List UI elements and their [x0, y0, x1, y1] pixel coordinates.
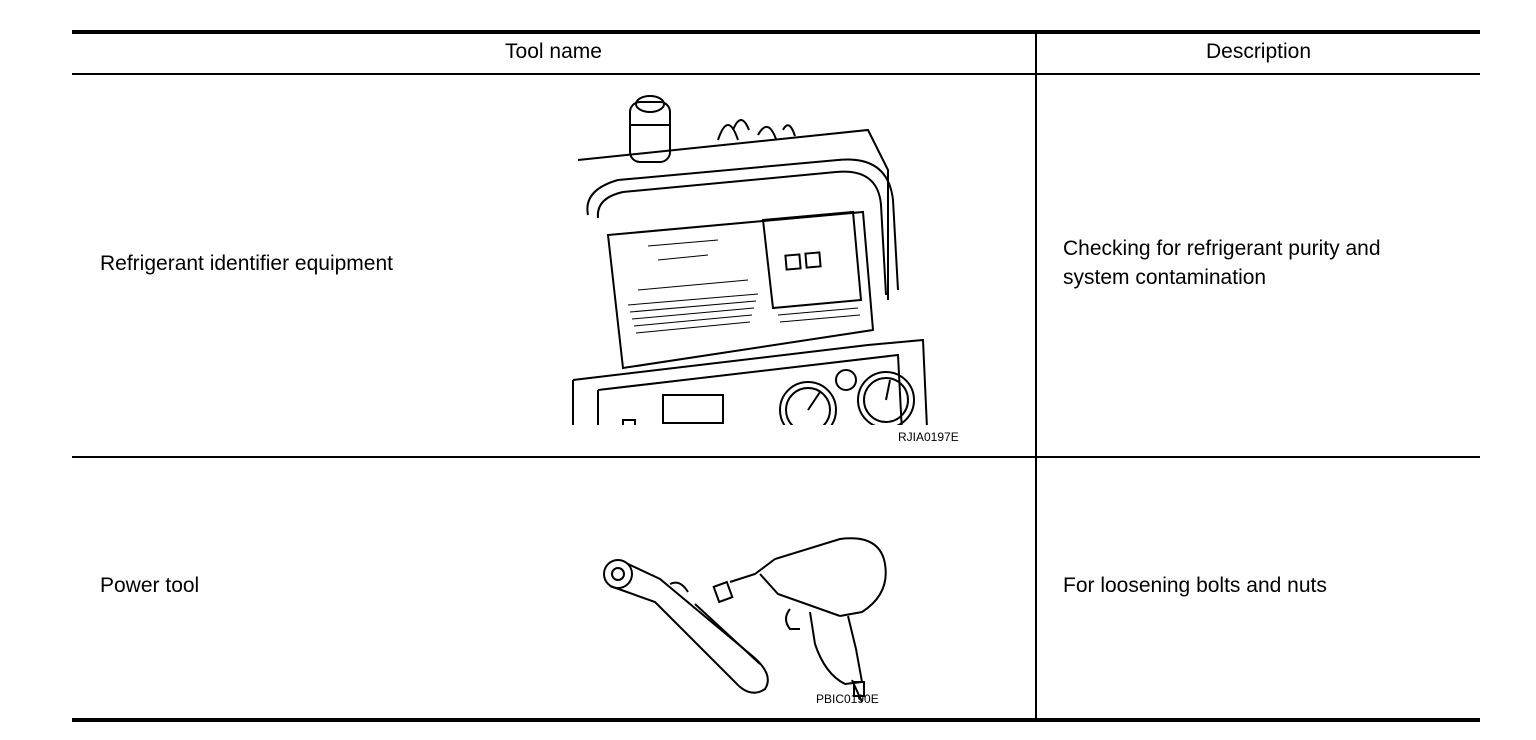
header-tool-name: Tool name — [505, 40, 602, 63]
refrigerant-identifier-illustration — [568, 90, 938, 425]
row-2-tool-name: Power tool — [100, 574, 200, 597]
row-divider — [72, 456, 1480, 458]
power-tool-illustration — [600, 504, 900, 704]
row-1-figure-code: RJIA0197E — [898, 430, 959, 444]
header-description: Description — [1205, 40, 1312, 63]
top-rule — [72, 30, 1480, 34]
row-2-description: For loosening bolts and nuts — [1063, 574, 1327, 597]
row-1-tool-name: Refrigerant identifier equipment — [100, 252, 393, 275]
column-divider — [1035, 30, 1037, 722]
row-1-description-line-1: Checking for refrigerant purity and — [1063, 237, 1381, 260]
row-1-description-line-2: system contamination — [1063, 266, 1267, 289]
bottom-rule — [72, 718, 1480, 722]
row-1-description: Checking for refrigerant purity and syst… — [1063, 234, 1381, 292]
row-2-figure-code: PBIC0190E — [816, 692, 879, 706]
header-rule — [72, 73, 1480, 75]
tool-table: Tool name Description Refrigerant identi… — [72, 30, 1480, 722]
